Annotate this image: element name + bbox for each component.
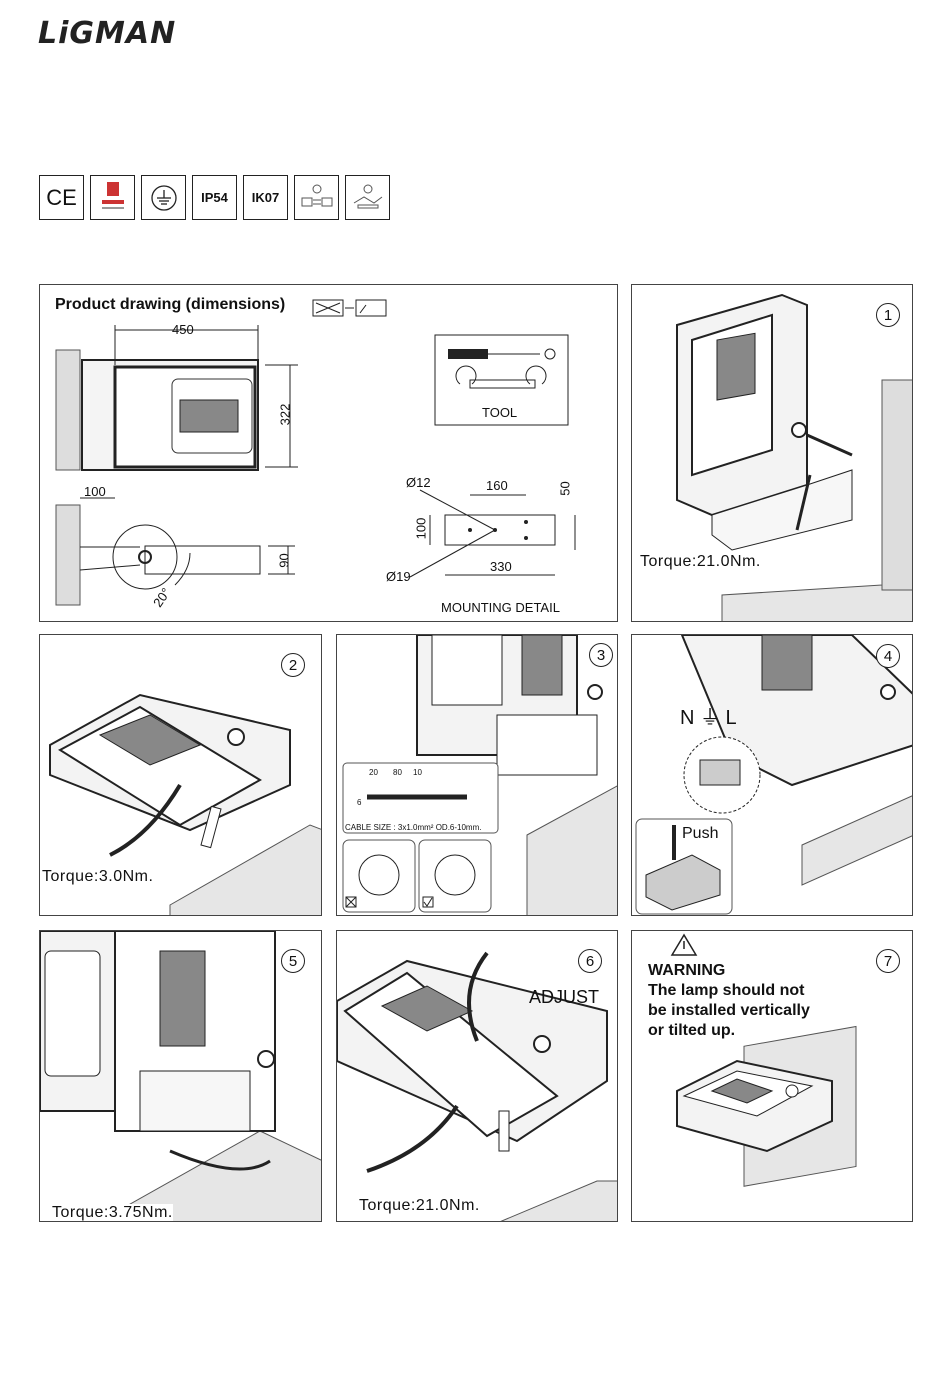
step-1-panel: 1 Torque:21.0Nm. — [631, 284, 913, 622]
dim-hole-large: Ø19 — [386, 569, 411, 584]
ip-rating-badge: IP54 — [192, 175, 237, 220]
earth-class-icon — [141, 175, 186, 220]
product-drawing-panel: Product drawing (dimensions) 450 322 100… — [39, 284, 618, 622]
ik-rating-badge: IK07 — [243, 175, 288, 220]
step-6-panel: 6 ADJUST Torque:21.0Nm. — [336, 930, 618, 1222]
ce-mark-icon: CE — [39, 175, 84, 220]
cable-size-label: CABLE SIZE : 3x1.0mm² OD.6-10mm. — [345, 823, 482, 832]
push-label: Push — [682, 825, 719, 842]
driver-icon — [294, 175, 339, 220]
dimension-symbol-icon — [312, 299, 388, 317]
step-3-number: 3 — [589, 643, 613, 667]
step-4-panel: 4 N ⏚ L Push — [631, 634, 913, 916]
dim-spacing-v: 50 — [557, 481, 573, 496]
step-2-panel: 2 Torque:3.0Nm. — [39, 634, 322, 916]
dim-width: 450 — [172, 322, 194, 337]
step-5-panel: 5 Torque:3.75Nm. — [39, 930, 322, 1222]
dim-hole-small: Ø12 — [406, 475, 431, 490]
warning-block: WARNING The lamp should not be installed… — [648, 961, 810, 1041]
dim-height-mount: 100 — [413, 517, 429, 540]
step-6-torque: Torque:21.0Nm. — [359, 1197, 480, 1215]
strip-length-2: 80 — [393, 768, 402, 777]
step-6-number: 6 — [578, 949, 602, 973]
step-1-number: 1 — [876, 303, 900, 327]
step-5-torque: Torque:3.75Nm. — [52, 1204, 173, 1221]
dim-length: 330 — [490, 559, 512, 574]
installation-icon — [345, 175, 390, 220]
terminal-labels: N ⏚ L — [680, 707, 737, 729]
mounting-detail-label: MOUNTING DETAIL — [441, 600, 560, 615]
certification-icons: CE IP54 IK07 — [39, 175, 390, 220]
step-4-number: 4 — [876, 644, 900, 668]
warning-title: WARNING — [648, 962, 726, 979]
dim-spacing-top: 160 — [486, 478, 508, 493]
warning-line-3: or tilted up. — [648, 1022, 736, 1039]
quality-seal-icon — [90, 175, 135, 220]
warning-line-2: be installed vertically — [648, 1002, 810, 1019]
dim-height: 322 — [277, 403, 293, 426]
warning-line-1: The lamp should not — [648, 982, 805, 999]
step-3-panel: 3 20 80 10 6 CABLE SIZE : 3x1.0mm² OD.6-… — [336, 634, 618, 916]
step-5-number: 5 — [281, 949, 305, 973]
step-7-panel: 7 WARNING The lamp should not be install… — [631, 930, 913, 1222]
brand-logo: LiGMAN — [38, 16, 177, 51]
step-2-torque: Torque:3.0Nm. — [42, 868, 154, 886]
strip-length-4: 6 — [357, 798, 362, 807]
adjust-label: ADJUST — [529, 987, 600, 1007]
tool-label: TOOL — [482, 405, 518, 420]
step-1-torque: Torque:21.0Nm. — [640, 553, 761, 571]
strip-length-3: 10 — [413, 768, 422, 777]
step-7-number: 7 — [876, 949, 900, 973]
step-2-number: 2 — [281, 653, 305, 677]
dim-depth: 90 — [276, 553, 292, 568]
drawing-title: Product drawing (dimensions) — [55, 296, 286, 313]
dim-offset: 100 — [84, 484, 106, 499]
strip-length-1: 20 — [369, 768, 378, 777]
